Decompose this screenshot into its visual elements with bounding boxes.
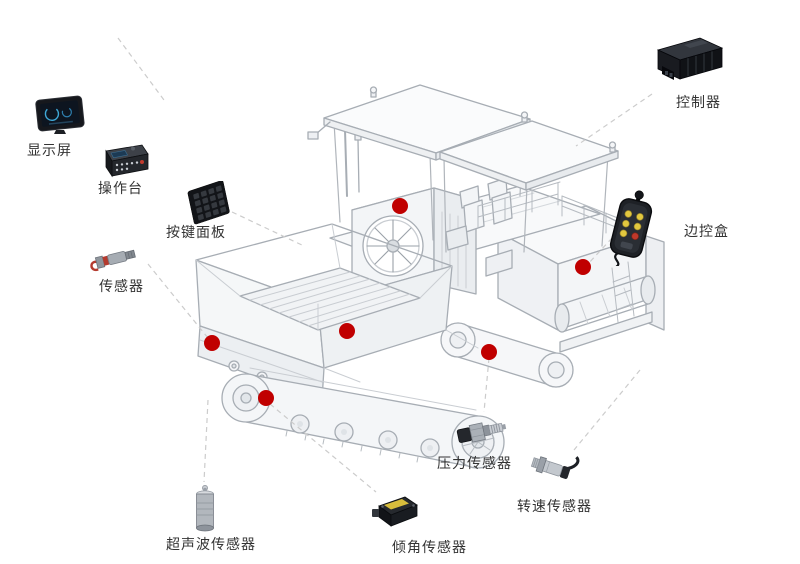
machine-art — [195, 84, 665, 469]
marker-dot-1 — [392, 198, 408, 214]
leader-line — [483, 357, 490, 413]
callout-label-display: 显示屏 — [27, 143, 72, 159]
marker-dot-5 — [258, 390, 274, 406]
callout-label-pressure-sensor: 压力传感器 — [437, 456, 512, 472]
keypad-image — [178, 181, 232, 227]
sensor-image — [86, 240, 144, 276]
leader-line — [269, 403, 377, 493]
marker-dot-4 — [204, 335, 220, 351]
leader-line — [573, 369, 641, 451]
pressure-sensor-image — [453, 413, 511, 453]
callout-label-controller: 控制器 — [676, 95, 721, 111]
marker-dot-3 — [339, 323, 355, 339]
side-control-box-image — [602, 190, 660, 266]
marker-dot-2 — [575, 259, 591, 275]
leader-line — [575, 93, 653, 147]
callout-label-keypad-panel: 按键面板 — [166, 225, 226, 241]
leader-lines — [117, 37, 653, 493]
callout-label-console: 操作台 — [98, 181, 143, 197]
tilt-sensor-image — [371, 489, 423, 533]
callout-label-ultrasonic-sensor: 超声波传感器 — [166, 537, 256, 553]
console-image — [100, 140, 150, 180]
callout-label-side-control-box: 边控盒 — [684, 224, 729, 240]
leader-line — [203, 399, 209, 483]
speed-sensor-image — [527, 448, 581, 494]
ultrasonic-sensor-image — [188, 483, 222, 535]
leader-line — [587, 237, 613, 265]
callout-label-tilt-sensor: 倾角传感器 — [392, 540, 467, 556]
leader-line — [117, 37, 165, 101]
marker-dots — [204, 198, 591, 406]
leader-line — [231, 211, 305, 247]
callout-label-speed-sensor: 转速传感器 — [517, 499, 592, 515]
controller-image — [650, 32, 728, 88]
callout-label-sensor: 传感器 — [99, 279, 144, 295]
marker-dot-6 — [481, 344, 497, 360]
leader-line — [147, 263, 209, 339]
display-image — [34, 92, 86, 136]
